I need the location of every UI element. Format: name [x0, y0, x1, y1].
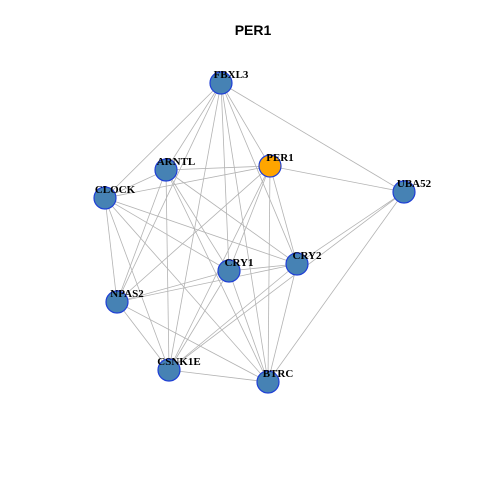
- node-label-cry1: CRY1: [225, 257, 254, 269]
- edge-cry2-btrc: [267, 263, 298, 383]
- edge-fbxl3-npas2: [116, 82, 222, 303]
- edge-cry1-btrc: [228, 270, 269, 383]
- edge-clock-btrc: [104, 197, 269, 383]
- edge-fbxl3-arntl: [165, 82, 222, 171]
- node-arntl: [154, 158, 178, 182]
- figure-title: PER1: [235, 22, 272, 38]
- node-uba52: [392, 180, 416, 204]
- edge-per1-btrc: [267, 165, 271, 383]
- node-fbxl3: [209, 71, 233, 95]
- node-label-clock: CLOCK: [95, 184, 136, 196]
- edge-arntl-cry1: [165, 169, 230, 272]
- edge-layer: [104, 82, 405, 383]
- edge-uba52-cry2: [296, 191, 405, 265]
- edge-fbxl3-uba52: [220, 82, 405, 193]
- edge-fbxl3-cry2: [220, 82, 298, 265]
- node-label-csnk1e: CSNK1E: [157, 356, 200, 368]
- edge-clock-npas2: [104, 197, 118, 303]
- node-layer: [93, 71, 416, 394]
- node-label-per1: PER1: [266, 152, 294, 164]
- edge-per1-cry1: [228, 165, 271, 272]
- edge-npas2-btrc: [116, 301, 269, 383]
- edge-csnk1e-btrc: [168, 369, 269, 383]
- edge-npas2-csnk1e: [116, 301, 170, 371]
- edge-fbxl3-clock: [104, 82, 222, 199]
- edge-per1-cry2: [269, 165, 298, 265]
- node-label-uba52: UBA52: [397, 178, 432, 190]
- edge-fbxl3-btrc: [220, 82, 269, 383]
- node-npas2: [105, 290, 129, 314]
- edge-arntl-btrc: [165, 169, 269, 383]
- node-cry1: [217, 259, 241, 283]
- node-label-arntl: ARNTL: [157, 156, 196, 168]
- edge-clock-csnk1e: [104, 197, 170, 371]
- edge-clock-cry1: [104, 197, 230, 272]
- edge-uba52-btrc: [267, 191, 405, 383]
- node-csnk1e: [157, 358, 181, 382]
- edge-fbxl3-per1: [220, 82, 271, 167]
- edge-per1-clock: [104, 165, 271, 199]
- node-label-cry2: CRY2: [293, 250, 322, 262]
- node-label-npas2: NPAS2: [110, 288, 144, 300]
- edge-cry1-npas2: [116, 270, 230, 303]
- edge-uba52-csnk1e: [168, 191, 405, 371]
- edge-arntl-cry2: [165, 169, 298, 265]
- edge-cry2-npas2: [116, 263, 298, 303]
- edge-fbxl3-cry1: [220, 82, 230, 272]
- edge-clock-cry2: [104, 197, 298, 265]
- node-cry2: [285, 252, 309, 276]
- edge-cry2-csnk1e: [168, 263, 298, 371]
- node-per1: [258, 154, 282, 178]
- edge-arntl-npas2: [116, 169, 167, 303]
- edge-fbxl3-csnk1e: [168, 82, 222, 371]
- edge-per1-npas2: [116, 165, 271, 303]
- edge-per1-arntl: [165, 165, 271, 171]
- edge-arntl-csnk1e: [165, 169, 170, 371]
- edge-cry1-csnk1e: [168, 270, 230, 371]
- edge-per1-uba52: [269, 165, 405, 193]
- node-clock: [93, 186, 117, 210]
- node-label-btrc: BTRC: [263, 368, 294, 380]
- node-btrc: [256, 370, 280, 394]
- node-label-fbxl3: FBXL3: [214, 69, 249, 81]
